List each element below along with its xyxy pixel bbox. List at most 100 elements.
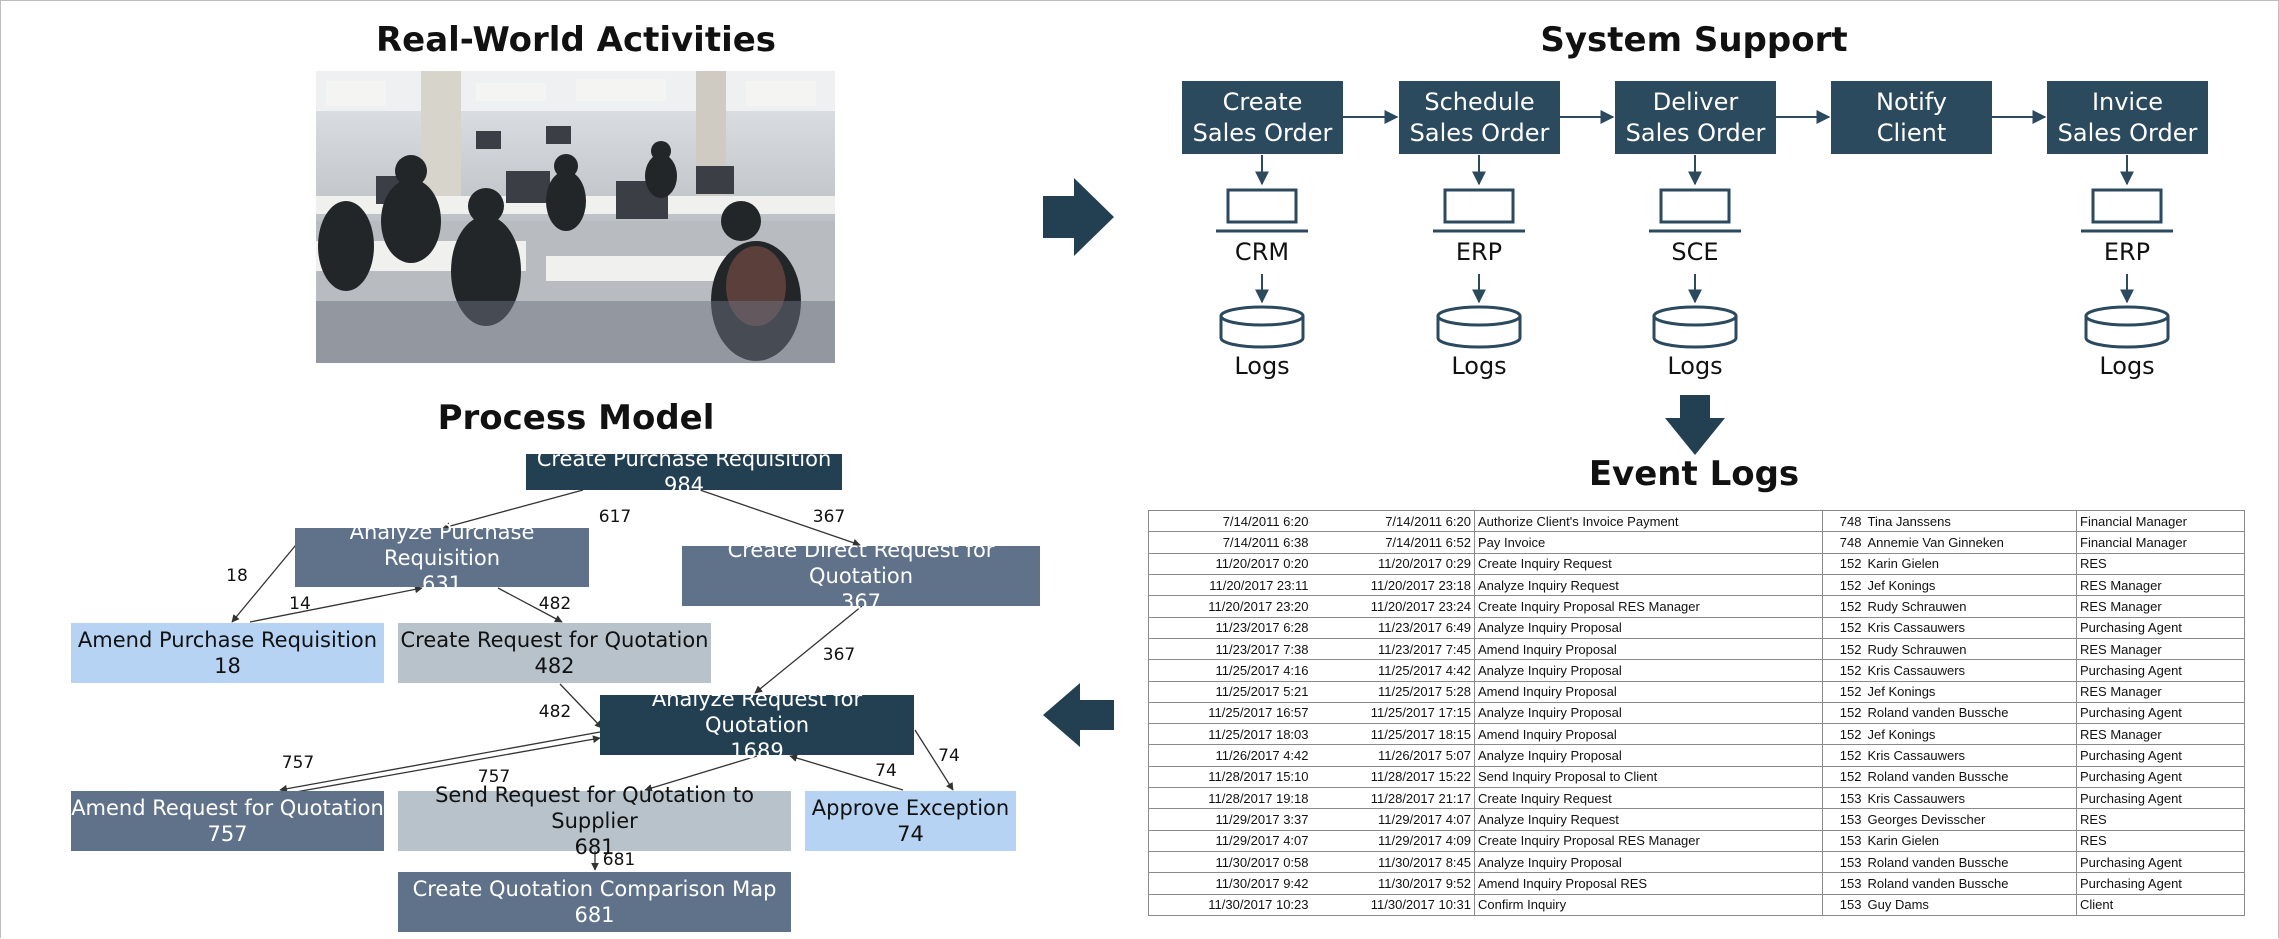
edge-label: 681	[602, 850, 636, 870]
step-line2: Client	[1876, 118, 1947, 147]
event-log-cell: 11/29/2017 4:07	[1148, 829, 1312, 853]
office-photo	[316, 71, 835, 363]
node-count: 681	[574, 903, 615, 927]
event-log-cell: Georges Devisscher	[1864, 808, 2077, 831]
event-log-cell: Analyze Inquiry Proposal	[1474, 701, 1823, 725]
event-log-cell: Send Inquiry Proposal to Client	[1474, 765, 1823, 789]
edge-label: 74	[875, 761, 897, 781]
event-log-cell: 11/28/2017 19:18	[1148, 787, 1312, 810]
event-log-cell: Analyze Inquiry Proposal	[1474, 616, 1823, 639]
event-log-cell: 11/29/2017 4:07	[1311, 808, 1475, 831]
event-log-cell: 11/20/2017 23:11	[1148, 573, 1312, 597]
edge-label: 617	[598, 507, 632, 527]
edge-label: 367	[822, 645, 856, 665]
edge-label: 482	[538, 702, 572, 722]
node-amend-purchase-requisition: Amend Purchase Requisition 18	[71, 623, 384, 683]
node-count: 482	[534, 654, 575, 678]
database-icon	[2084, 305, 2170, 349]
step-line1: Schedule	[1424, 87, 1535, 116]
event-log-cell: 153	[1822, 829, 1865, 853]
event-log-cell: 152	[1822, 659, 1865, 682]
event-log-cell: Pay Invoice	[1474, 531, 1823, 554]
event-log-cell: Karin Gielen	[1864, 552, 2077, 575]
event-log-cell: 11/20/2017 0:20	[1148, 552, 1312, 575]
event-log-cell: RES	[2076, 829, 2245, 853]
node-label: Amend Request for Quotation	[71, 796, 384, 820]
logs-label-sce: Logs	[1667, 352, 1723, 380]
event-log-cell: Amend Inquiry Proposal	[1474, 723, 1823, 746]
step-line1: Invice	[2091, 87, 2164, 116]
event-log-cell: 11/25/2017 5:28	[1311, 680, 1475, 703]
event-log-cell: 152	[1822, 616, 1865, 639]
event-log-cell: 11/20/2017 23:24	[1311, 595, 1475, 618]
event-log-cell: 11/29/2017 3:37	[1148, 808, 1312, 831]
event-log-cell: 11/30/2017 8:45	[1311, 850, 1475, 874]
event-log-cell: 152	[1822, 701, 1865, 725]
step-line1: Deliver	[1652, 87, 1739, 116]
system-label-erp: ERP	[1455, 238, 1503, 266]
event-log-cell: Annemie Van Ginneken	[1864, 531, 2077, 554]
node-approve-exception: Approve Exception 74	[805, 791, 1016, 851]
event-log-cell: Jef Konings	[1864, 573, 2077, 597]
process-model-title: Process Model	[437, 398, 715, 438]
event-log-cell: 11/20/2017 0:29	[1311, 552, 1475, 575]
event-log-cell: 152	[1822, 573, 1865, 597]
system-label-crm: CRM	[1234, 238, 1290, 266]
event-log-cell: Purchasing Agent	[2076, 850, 2245, 874]
event-log-cell: Roland vanden Bussche	[1864, 872, 2077, 895]
event-log-cell: 11/23/2017 6:49	[1311, 616, 1475, 639]
event-log-cell: RES Manager	[2076, 637, 2245, 661]
event-log-cell: 153	[1822, 787, 1865, 810]
event-log-cell: Roland vanden Bussche	[1864, 850, 2077, 874]
big-arrow-left	[1043, 683, 1114, 747]
event-log-cell: 11/25/2017 16:57	[1148, 701, 1312, 725]
step-deliver-sales-order: Deliver Sales Order	[1615, 81, 1776, 154]
step-line1: Create	[1222, 87, 1303, 116]
event-log-cell: 152	[1822, 552, 1865, 575]
event-log-cell: 11/23/2017 7:38	[1148, 637, 1312, 661]
big-arrow-right	[1043, 178, 1114, 256]
event-log-cell: 11/25/2017 18:15	[1311, 723, 1475, 746]
step-line2: Sales Order	[1192, 118, 1333, 147]
event-log-cell: 152	[1822, 595, 1865, 618]
database-icon	[1219, 305, 1305, 349]
event-log-cell: 7/14/2011 6:20	[1311, 509, 1475, 533]
event-log-cell: 7/14/2011 6:52	[1311, 531, 1475, 554]
computer-icon	[1433, 188, 1525, 233]
event-log-cell: Tina Janssens	[1864, 509, 2077, 533]
event-log-cell: Purchasing Agent	[2076, 701, 2245, 725]
event-logs-title: Event Logs	[1588, 454, 1800, 494]
step-invice-sales-order: Invice Sales Order	[2047, 81, 2208, 154]
database-icon	[1436, 305, 1522, 349]
event-log-cell: Purchasing Agent	[2076, 659, 2245, 682]
event-log-cell: 152	[1822, 637, 1865, 661]
node-label: Create Purchase Requisition 984	[536, 447, 832, 497]
event-log-cell: 152	[1822, 680, 1865, 703]
step-line2: Sales Order	[1409, 118, 1550, 147]
node-label: Create Direct Request for Quotation	[727, 538, 995, 588]
event-log-cell: Amend Inquiry Proposal	[1474, 680, 1823, 703]
event-log-cell: Analyze Inquiry Request	[1474, 808, 1823, 831]
computer-icon	[1216, 188, 1308, 233]
event-log-cell: 748	[1822, 531, 1865, 554]
event-log-cell: 11/30/2017 10:23	[1148, 893, 1312, 917]
node-label: Create Quotation Comparison Map	[412, 877, 777, 901]
event-log-cell: 11/23/2017 6:28	[1148, 616, 1312, 639]
node-count: 757	[207, 822, 248, 846]
event-log-cell: Jef Konings	[1864, 723, 2077, 746]
event-log-cell: Rudy Schrauwen	[1864, 637, 2077, 661]
event-log-cell: RES	[2076, 552, 2245, 575]
node-label: Analyze Request for Quotation	[651, 687, 863, 737]
event-log-cell: 11/30/2017 9:52	[1311, 872, 1475, 895]
event-log-cell: Purchasing Agent	[2076, 616, 2245, 639]
